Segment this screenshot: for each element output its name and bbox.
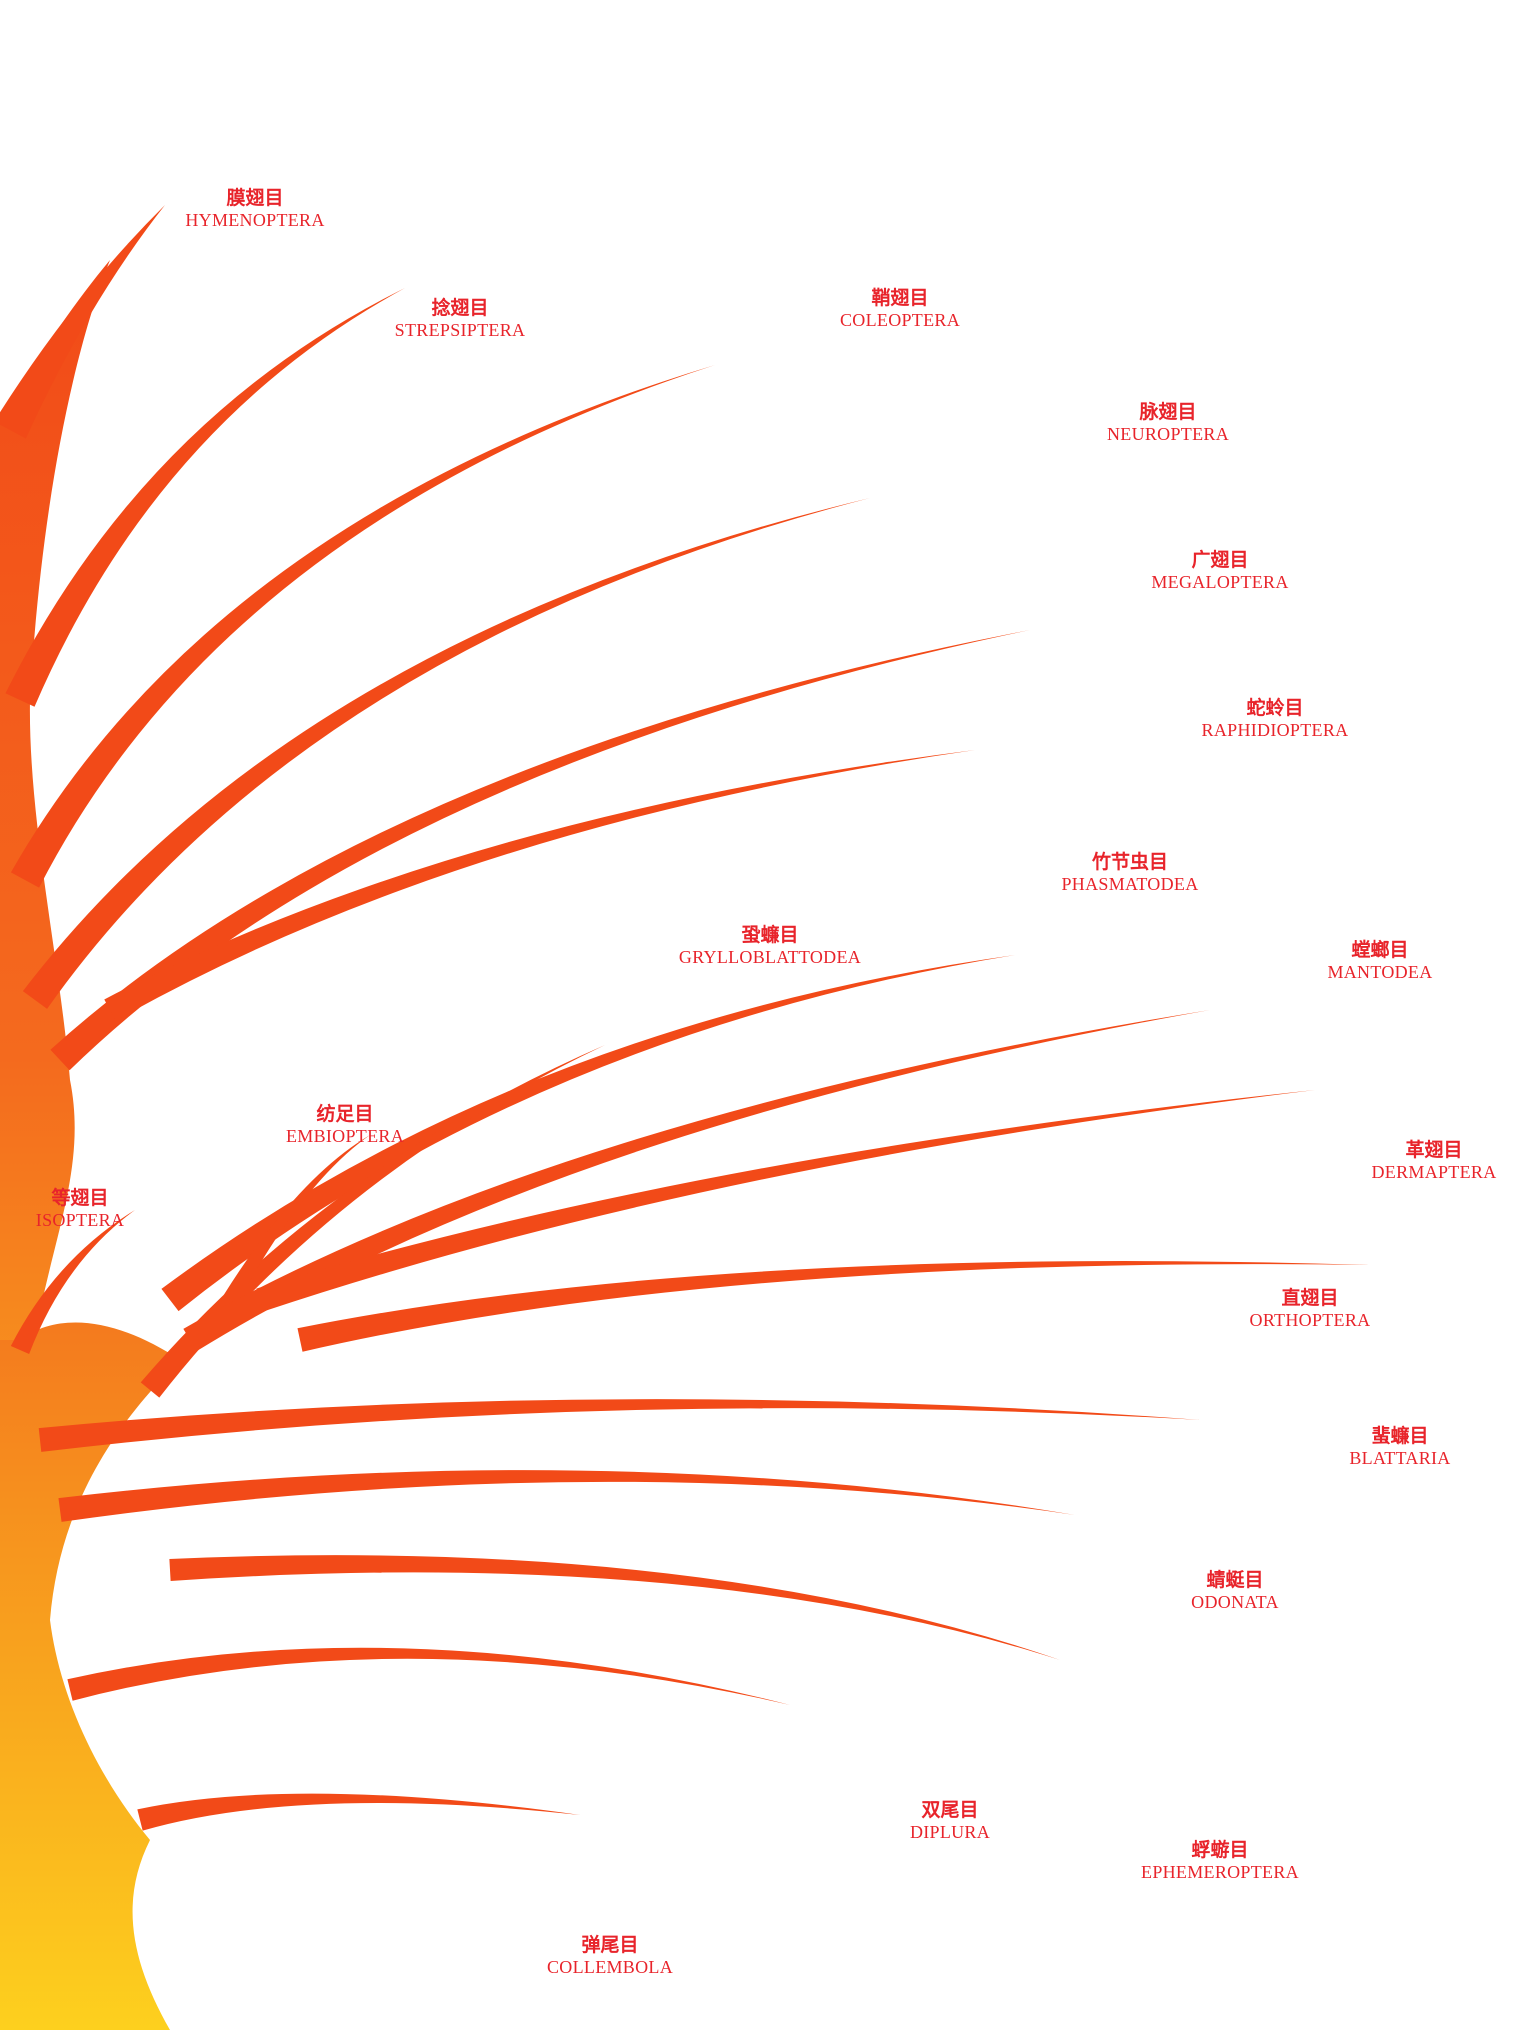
label-grylloblattodea: 蛩蠊目 GRYLLOBLATTODEA — [650, 925, 890, 968]
label-embioptera: 纺足目 EMBIOPTERA — [240, 1104, 450, 1147]
label-odonata: 蜻蜓目 ODONATA — [1150, 1570, 1320, 1613]
order-name-zh: 弹尾目 — [520, 1935, 700, 1957]
label-coleoptera: 鞘翅目 COLEOPTERA — [800, 288, 1000, 331]
order-name-zh: 直翅目 — [1210, 1288, 1410, 1310]
order-name-en: PHASMATODEA — [1020, 874, 1240, 895]
branch-coleoptera — [11, 365, 715, 888]
order-name-en: DERMAPTERA — [1350, 1162, 1518, 1183]
label-strepsiptera: 捻翅目 STREPSIPTERA — [360, 298, 560, 341]
order-name-en: COLLEMBOLA — [520, 1957, 700, 1978]
label-phasmatodea: 竹节虫目 PHASMATODEA — [1020, 852, 1240, 895]
order-name-en: ISOPTERA — [10, 1210, 150, 1231]
order-name-en: STREPSIPTERA — [360, 320, 560, 341]
label-blattaria: 蜚蠊目 BLATTARIA — [1310, 1426, 1490, 1469]
order-name-en: RAPHIDIOPTERA — [1155, 720, 1395, 741]
label-mantodea: 螳螂目 MANTODEA — [1290, 940, 1470, 983]
order-name-en: EPHEMEROPTERA — [1110, 1862, 1330, 1883]
order-name-en: BLATTARIA — [1310, 1448, 1490, 1469]
branch-blattaria — [39, 1399, 1200, 1452]
label-hymenoptera: 膜翅目 HYMENOPTERA — [150, 188, 360, 231]
order-name-zh: 螳螂目 — [1290, 940, 1470, 962]
order-name-en: DIPLURA — [870, 1822, 1030, 1843]
label-orthoptera: 直翅目 ORTHOPTERA — [1210, 1288, 1410, 1331]
order-name-en: MANTODEA — [1290, 962, 1470, 983]
branch-diplura — [67, 1648, 790, 1705]
order-name-zh: 捻翅目 — [360, 298, 560, 320]
order-name-zh: 广翅目 — [1115, 550, 1325, 572]
branch-hymenoptera — [0, 205, 165, 439]
order-name-zh: 鞘翅目 — [800, 288, 1000, 310]
order-name-zh: 蛇蛉目 — [1155, 698, 1395, 720]
order-name-zh: 蜻蜓目 — [1150, 1570, 1320, 1592]
order-name-zh: 双尾目 — [870, 1800, 1030, 1822]
order-name-zh: 蛩蠊目 — [650, 925, 890, 947]
branch-megaloptera — [50, 630, 1030, 1070]
order-name-zh: 膜翅目 — [150, 188, 360, 210]
order-name-en: HYMENOPTERA — [150, 210, 360, 231]
label-neuroptera: 脉翅目 NEUROPTERA — [1068, 402, 1268, 445]
order-name-en: ODONATA — [1150, 1592, 1320, 1613]
order-name-en: ORTHOPTERA — [1210, 1310, 1410, 1331]
label-diplura: 双尾目 DIPLURA — [870, 1800, 1030, 1843]
order-name-en: COLEOPTERA — [800, 310, 1000, 331]
order-name-zh: 纺足目 — [240, 1104, 450, 1126]
order-name-zh: 蜚蠊目 — [1310, 1426, 1490, 1448]
label-megaloptera: 广翅目 MEGALOPTERA — [1115, 550, 1325, 593]
label-raphidioptera: 蛇蛉目 RAPHIDIOPTERA — [1155, 698, 1395, 741]
branch-odonata — [58, 1470, 1075, 1522]
order-name-en: MEGALOPTERA — [1115, 572, 1325, 593]
order-name-en: EMBIOPTERA — [240, 1126, 450, 1147]
label-collembola: 弹尾目 COLLEMBOLA — [520, 1935, 700, 1978]
order-name-zh: 等翅目 — [10, 1188, 150, 1210]
label-isoptera: 等翅目 ISOPTERA — [10, 1188, 150, 1231]
order-name-zh: 竹节虫目 — [1020, 852, 1240, 874]
order-name-zh: 蜉蝣目 — [1110, 1840, 1330, 1862]
branch-ephemeroptera — [169, 1555, 1060, 1660]
order-name-zh: 脉翅目 — [1068, 402, 1268, 424]
branch-collembola — [137, 1794, 580, 1831]
order-name-zh: 革翅目 — [1350, 1140, 1518, 1162]
label-dermaptera: 革翅目 DERMAPTERA — [1350, 1140, 1518, 1183]
order-name-en: GRYLLOBLATTODEA — [650, 947, 890, 968]
order-name-en: NEUROPTERA — [1068, 424, 1268, 445]
label-ephemeroptera: 蜉蝣目 EPHEMEROPTERA — [1110, 1840, 1330, 1883]
